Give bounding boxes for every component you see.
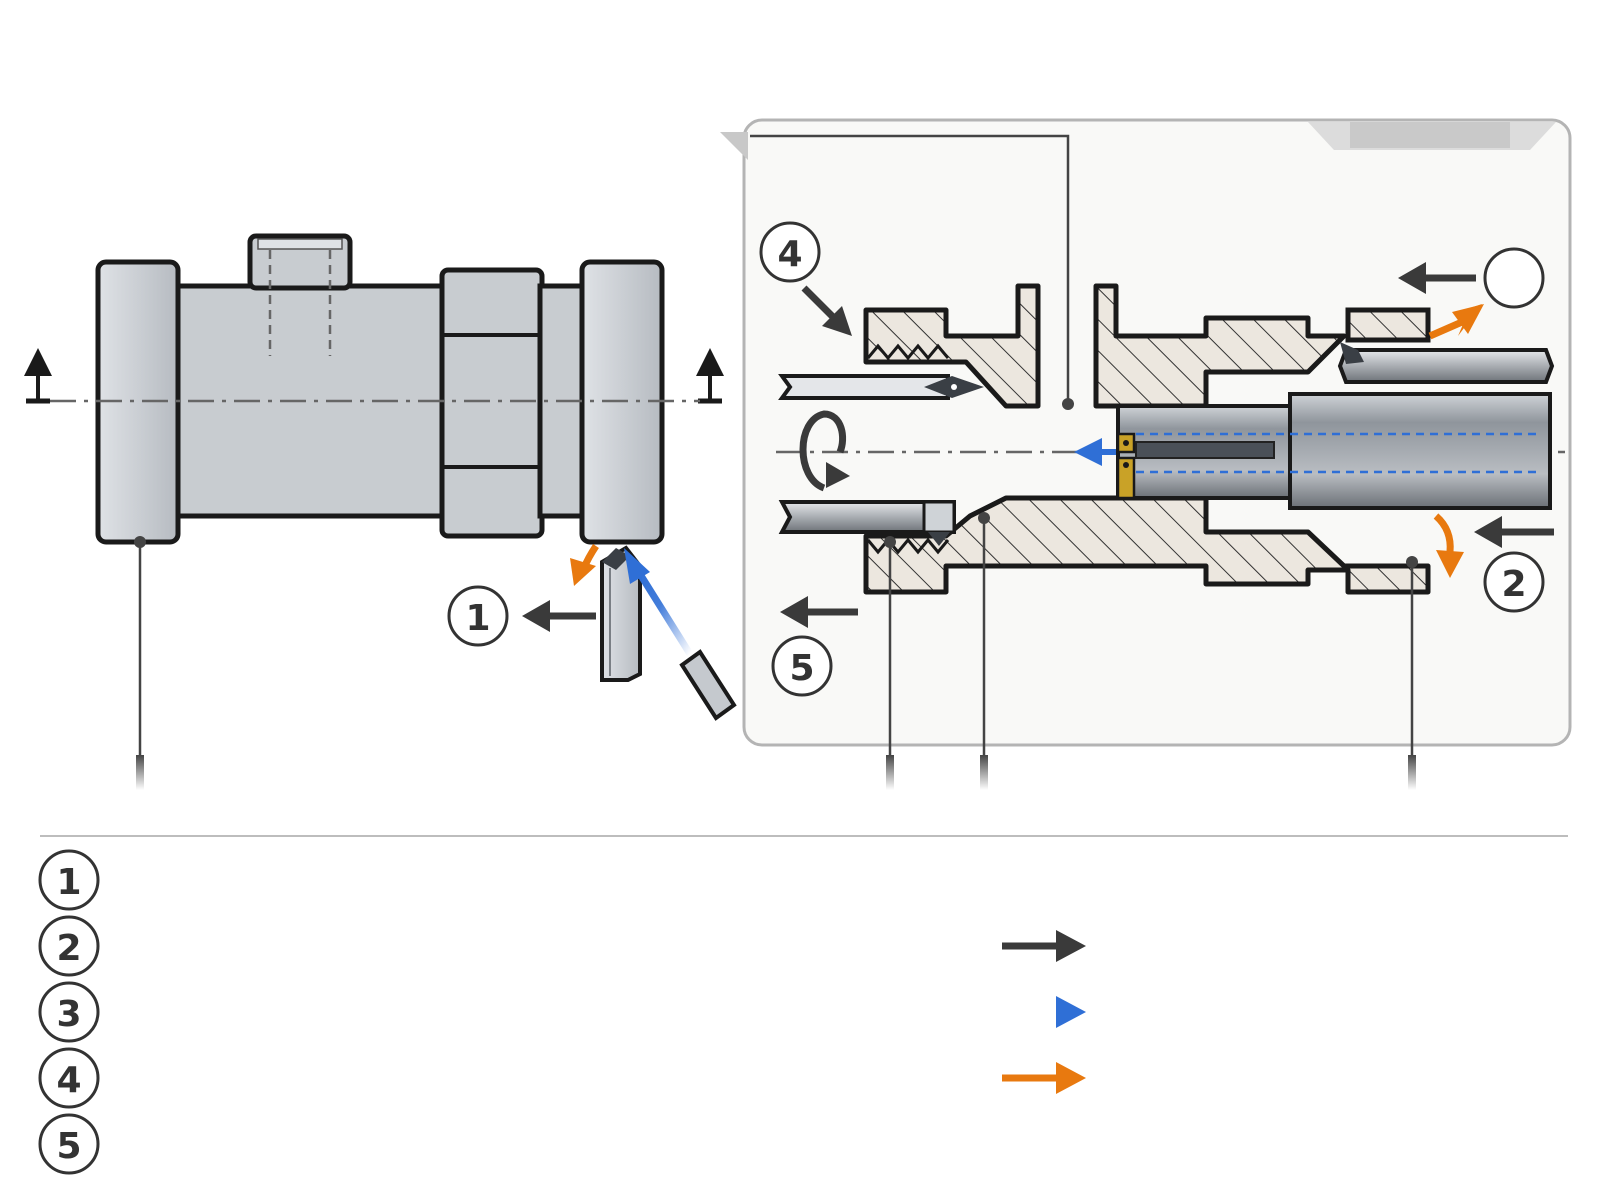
callout-blank [1483,247,1545,309]
chip-arrow-icon [1428,304,1484,340]
svg-text:1: 1 [56,862,81,903]
svg-text:4: 4 [56,1060,81,1101]
section-view-panel: 4 2 [720,118,1572,790]
coolant-arrow-icon [1074,438,1116,466]
svg-text:5: 5 [56,1126,81,1167]
svg-text:5: 5 [789,648,814,689]
feed-arrow-icon [522,600,596,632]
threading-tool-lower [778,500,956,546]
legend-item: 1 [38,849,100,911]
coolant-arrow-icon [624,548,693,656]
legend-item: 4 [38,1047,100,1109]
feed-arrow-icon [780,596,858,628]
threading-tool-upper [778,374,984,400]
svg-text:1: 1 [465,598,490,639]
section-arrow-icon [24,348,52,404]
svg-text:4: 4 [777,234,802,275]
left-view-part [24,233,724,790]
svg-text:3: 3 [56,994,81,1035]
feed-arrow-icon [1002,930,1086,962]
feed-arrow-icon [1398,262,1476,294]
legend-item: 2 [38,915,100,977]
callout-5: 5 [771,635,833,697]
chip-arrow-icon [1433,513,1464,578]
coolant-nozzle [679,649,737,721]
legend-item: 5 [38,1113,100,1175]
callout-1-left: 1 [447,585,509,647]
coolant-arrow-icon [1002,996,1086,1028]
feed-arrow-icon [1474,516,1554,548]
svg-text:2: 2 [1501,564,1526,605]
grooving-tool [1337,342,1555,384]
chip-arrow-icon [570,544,599,586]
legend-item: 3 [38,981,100,1043]
callout-2: 2 [1483,551,1545,613]
callout-4: 4 [759,221,821,283]
section-arrow-icon [696,348,724,404]
chip-arrow-icon [1002,1062,1086,1094]
svg-text:2: 2 [56,928,81,969]
rotation-icon [799,410,850,492]
feed-arrow-icon [801,285,852,336]
